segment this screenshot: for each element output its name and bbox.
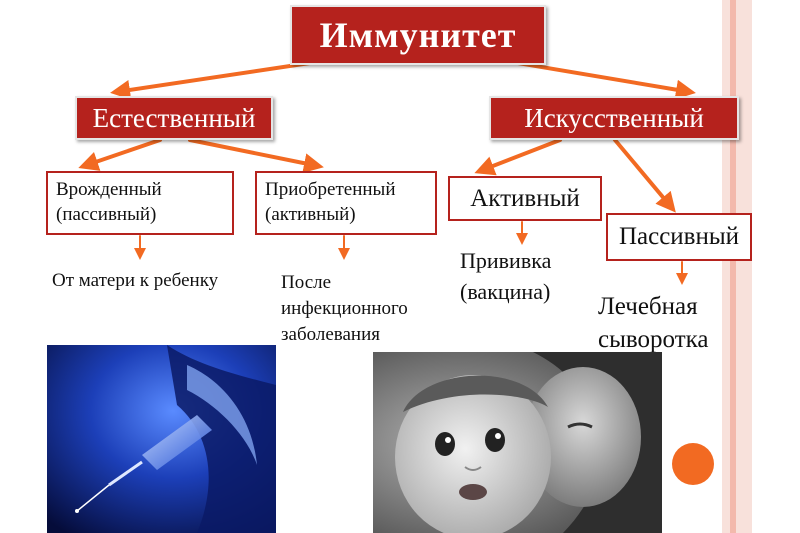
desc-passive: Лечебная сыворотка [598, 290, 709, 356]
desc-active: Прививка (вакцина) [460, 245, 551, 307]
desc-active-line2: (вакцина) [460, 279, 551, 304]
desc-acquired-line3: заболевания [281, 324, 380, 345]
syringe-illustration [47, 345, 276, 533]
desc-acquired-line1: После [281, 272, 332, 293]
desc-acquired: После инфекционного заболевания [281, 270, 408, 348]
diagram-title: Иммунитет [290, 5, 546, 65]
desc-passive-line2: сыворотка [598, 326, 709, 353]
desc-acquired-line2: инфекционного [281, 298, 408, 319]
arrow-title-to-natural [110, 58, 332, 100]
subtype-passive: Пассивный [606, 213, 752, 261]
arrow-artificial-to-active [474, 138, 562, 176]
orange-dot [672, 443, 714, 485]
arrow-title-to-artificial [498, 58, 696, 100]
arrow-natural-to-acquired [188, 138, 324, 174]
subtype-acquired: Приобретенный (активный) [255, 171, 437, 235]
category-artificial: Искусственный [489, 96, 739, 140]
subtype-innate: Врожденный (пассивный) [46, 171, 234, 235]
desc-active-line1: Прививка [460, 248, 552, 273]
right-margin [752, 0, 800, 533]
arrow-artificial-to-passive [613, 138, 676, 213]
syringe-photo [47, 345, 276, 533]
decorative-stripe-line [730, 0, 736, 533]
desc-passive-line1: Лечебная [598, 293, 698, 320]
arrow-natural-to-innate [78, 138, 162, 171]
subtype-innate-line2: (пассивный) [56, 204, 157, 225]
subtype-innate-line1: Врожденный [56, 179, 162, 200]
mother-baby-photo [373, 352, 662, 533]
category-natural: Естественный [75, 96, 273, 140]
desc-innate: От матери к ребенку [52, 270, 219, 291]
decorative-stripe [722, 0, 752, 533]
subtype-acquired-line1: Приобретенный [265, 179, 396, 200]
subtype-active: Активный [448, 176, 602, 221]
mother-baby-illustration [373, 352, 662, 533]
subtype-acquired-line2: (активный) [265, 204, 356, 225]
